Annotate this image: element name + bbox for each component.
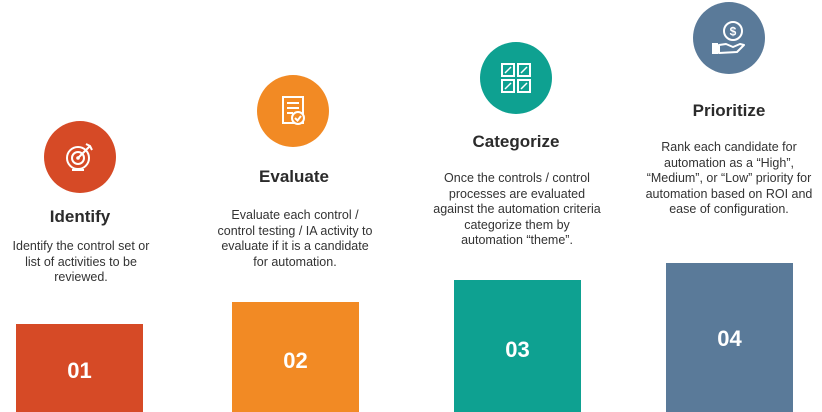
target-icon [66,143,93,171]
grid-icon [501,63,531,93]
step-2-title: Evaluate [259,167,329,186]
step-1-number: 01 [67,358,92,383]
step-1-icon-circle [44,121,116,193]
step-1-title: Identify [49,207,111,226]
step-3-title: Categorize [472,132,560,151]
step-3-description: Once the controls / control processes ar… [433,171,601,247]
step-3-number-block: 03 [454,280,581,412]
step-4-number-block: 04 [666,263,793,412]
step-4-title: Prioritize [692,101,766,120]
money-hand-icon: $ [712,21,745,54]
checklist-icon [282,96,305,125]
step-2-number: 02 [283,348,308,373]
step-2-icon-circle [257,75,329,147]
svg-text:$: $ [730,25,737,39]
step-1-number-block: 01 [16,324,143,412]
step-3-number: 03 [505,337,530,362]
step-4-number: 04 [717,326,742,351]
step-2-number-block: 02 [232,302,359,412]
step-1-description: Identify the control set or list of acti… [12,239,150,284]
step-2-description: Evaluate each control / control testing … [217,208,373,269]
step-4-description: Rank each candidate for automation as a … [645,140,813,216]
step-4-icon-circle: $ [693,2,765,74]
step-3-icon-circle [480,42,552,114]
